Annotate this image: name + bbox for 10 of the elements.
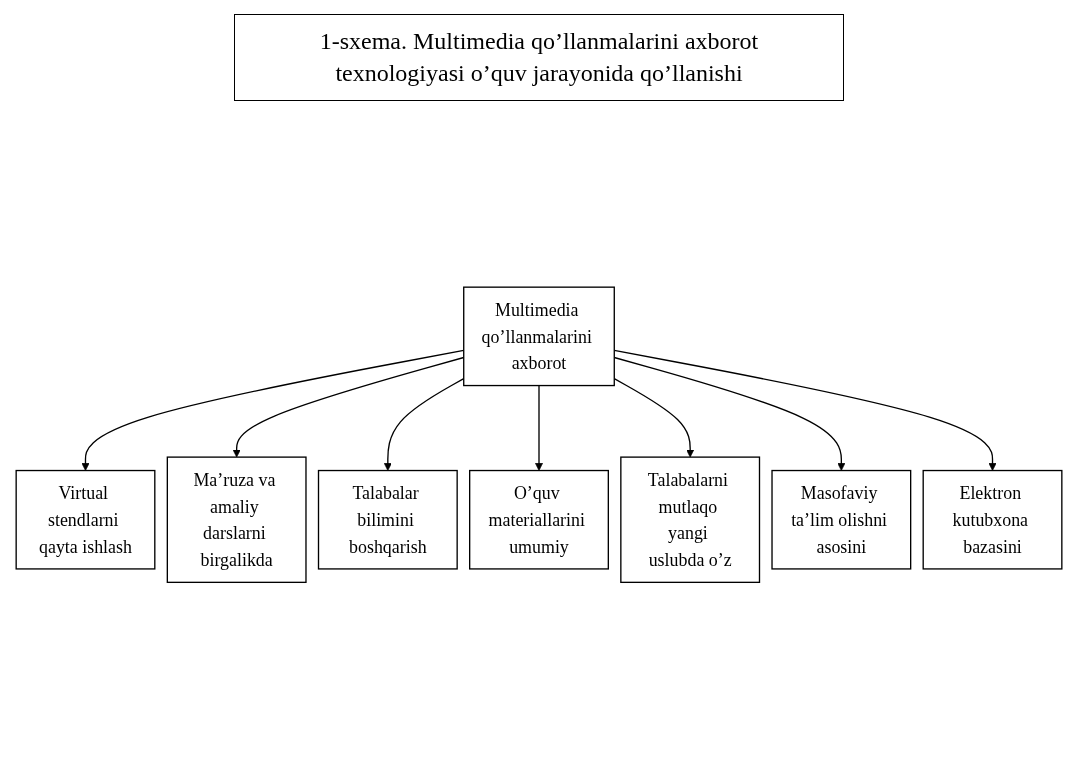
node-box: Talabalarni mutlaqo yangi uslubda o’z <box>620 456 761 584</box>
arrow <box>535 385 543 472</box>
node-box: Talabalar bilimini boshqarish <box>317 470 458 570</box>
node-box: Masofaviy ta’lim olishni asosini <box>771 470 912 570</box>
node-box: Multimedia qo’llanmalarini axborot <box>463 286 615 387</box>
node-box: Virtual stendlarni qayta ishlash <box>15 470 156 570</box>
node-box: O’quv materiallarini umumiy <box>469 470 609 570</box>
diagram-title: 1-sxema. Multimedia qo’llanmalarini axborot texnologiyasi o’quv jarayonida qo’llanishi <box>234 14 844 101</box>
node-box: Ma’ruza va amaliy darslarni birgalikda <box>166 456 307 584</box>
node-box: Elektron kutubxona bazasini <box>922 470 1063 570</box>
